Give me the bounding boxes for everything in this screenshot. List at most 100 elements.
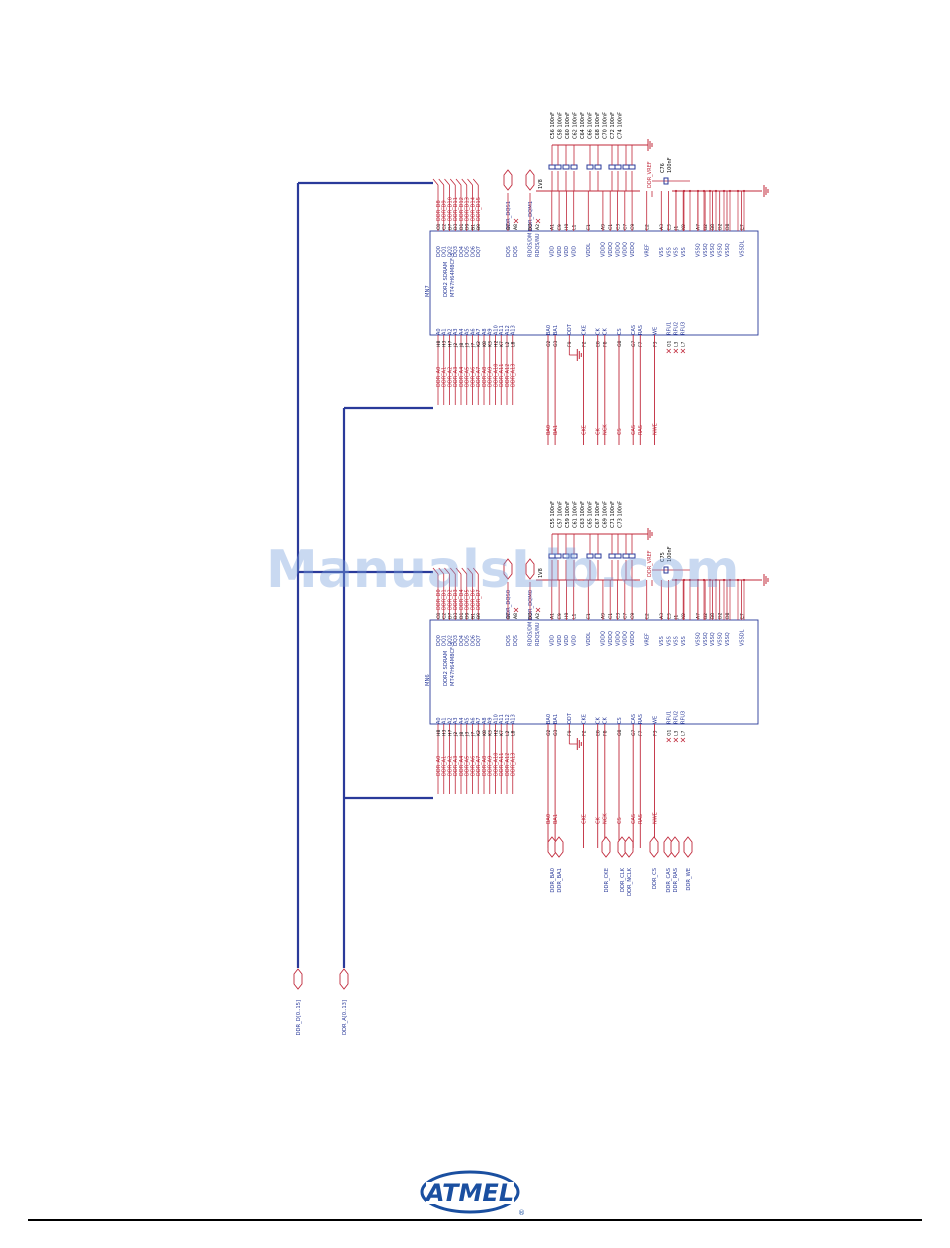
ctrl-pin-ball: L3 [674, 341, 680, 347]
power-pin-name: VSSDL [739, 629, 745, 646]
power-pin-name: VSS [666, 636, 672, 646]
ctrl-net-label: CK [596, 817, 602, 824]
ctrl-pin-name: CK [603, 328, 609, 335]
power-pin-ball: B2 [703, 224, 709, 230]
nc-mark [513, 607, 519, 613]
data-pin-ball: D1 [459, 223, 465, 230]
data-pin-ball: B9 [476, 613, 482, 619]
data-bus-entry [438, 178, 445, 186]
vref-cap [663, 177, 669, 185]
data-net-label: DDR_D9 [442, 200, 448, 221]
addr-pin-ball: L2 [505, 341, 511, 347]
data-pin-ball: B1 [470, 224, 476, 230]
addr-net-label: DDR_A4 [459, 756, 465, 776]
addr-pin-ball: K2 [476, 341, 482, 347]
power-pin-ball: E9 [557, 613, 563, 619]
decoupling-cap [554, 553, 562, 559]
cap-label: C68 100nF [595, 112, 601, 139]
power-pin-name: VDDL [586, 243, 592, 257]
ctrl-net-label: BA0 [546, 814, 552, 824]
power-pin-ball: D8 [725, 223, 731, 230]
addr-net-label: DDR_A1 [442, 367, 448, 387]
chip-part-line2-lower: MT47H64M8CF-3 [450, 642, 456, 686]
nc-mark [535, 218, 541, 224]
nc-mark [535, 607, 541, 613]
power-pin-ball: C3 [615, 224, 621, 230]
decoupling-cap [628, 164, 636, 170]
data-pin-name: DQ4 [459, 246, 465, 257]
power-pin-name: VREF [645, 244, 651, 257]
addr-net-label: DDR_A5 [465, 756, 471, 776]
ctrl-net-label: NCK [603, 813, 609, 824]
power-pin-ball: L1 [572, 224, 578, 230]
data-pin-name: DQ6 [470, 635, 476, 646]
ctrl-pin-ball: E8 [596, 730, 602, 736]
power-pin-name: VDD [572, 635, 578, 646]
data-bus-entry [432, 567, 439, 575]
port-ddr_nclk-label: DDR_NCLK [627, 867, 633, 896]
ctrl-pin-name: RFU1 [667, 322, 673, 335]
port-ddr_cs-label: DDR_CS [652, 868, 658, 889]
data-pin-ball: D9 [465, 223, 471, 230]
chip-part-line1-lower: DDR2 SDRAM [443, 651, 449, 686]
ctrl-pin-ball: F7 [638, 341, 644, 347]
addr-pin-name: A10 [493, 325, 499, 335]
addr-net-label: DDR_A8 [482, 756, 488, 776]
cap-ground [647, 139, 653, 151]
power-pin-name: VSS [681, 247, 687, 257]
power-pin-name: VSSQ [710, 243, 716, 257]
ctrl-pin-ball: G7 [631, 340, 637, 347]
decoupling-cap [622, 553, 630, 559]
ctrl-net-label: CK [596, 428, 602, 435]
addr-pin-name: A4 [459, 328, 465, 335]
port-dqs-upper-label: DDR_DQS1 [506, 201, 512, 230]
ctrl-pin-name: RFU2 [674, 322, 680, 335]
ctrl-pin-name: CS [617, 717, 623, 724]
ctrl-net-label: CKE [581, 425, 587, 435]
ctrl-net-label: NCK [603, 424, 609, 435]
addr-pin-ball: L8 [511, 341, 517, 347]
addr-net-label: DDR_A10 [493, 753, 499, 776]
power-pin-ball: H9 [564, 224, 570, 230]
nc-mark [680, 737, 686, 743]
power-pin-ball: D8 [725, 612, 731, 619]
port-data-bus [293, 968, 303, 990]
power-pin-name: VREF [645, 633, 651, 646]
power-pin-name: VSSQ [703, 632, 709, 646]
data-bus-entry [461, 178, 468, 186]
ctrl-pin-ball: F2 [581, 341, 587, 347]
data-bus-entry [467, 178, 473, 186]
power-pin-ball: A2 [535, 613, 541, 619]
vref-net-label: DDR_VREF [647, 161, 653, 188]
nc-mark [666, 737, 671, 743]
power-pin-name: VSS [659, 247, 665, 257]
addr-pin-ball: J8 [459, 732, 465, 737]
vref-cap-value: 100nF [667, 546, 673, 562]
data-net-label: DDR_D10 [447, 197, 453, 221]
power-pin-name: VDDQ [608, 631, 614, 646]
addr-pin-name: A12 [505, 714, 511, 724]
addr-pin-name: A6 [470, 328, 476, 335]
power-pin-ball: E7 [739, 613, 745, 619]
data-pin-name: DQ1 [442, 246, 448, 257]
vref-cap [663, 566, 669, 574]
addr-net-label: DDR_A13 [511, 753, 517, 776]
addr-pin-ball: K7 [499, 341, 505, 347]
power-pin-ball: E2 [645, 613, 651, 619]
power-pin-ball: C3 [615, 613, 621, 619]
ctrl-pin-ball: G1 [667, 340, 673, 347]
power-pin-ball: A8 [513, 224, 519, 230]
ctrl-pin-name: ODT [567, 323, 573, 335]
addr-pin-name: A7 [476, 328, 482, 335]
power-pin-ball: A7 [696, 224, 702, 230]
ctrl-pin-name: RFU1 [667, 711, 673, 724]
cap-label: C61 100nF [573, 501, 579, 528]
data-pin-name: DQ3 [453, 635, 459, 646]
power-pin-ball: J1 [674, 226, 680, 231]
ctrl-pin-ball: F9 [567, 730, 573, 736]
cap-label: C66 100nF [588, 112, 594, 139]
port-ddr_clk-label: DDR_CLK [620, 867, 626, 892]
cap-label: C70 100nF [603, 112, 609, 139]
power-pin-name: DQS [513, 246, 519, 257]
